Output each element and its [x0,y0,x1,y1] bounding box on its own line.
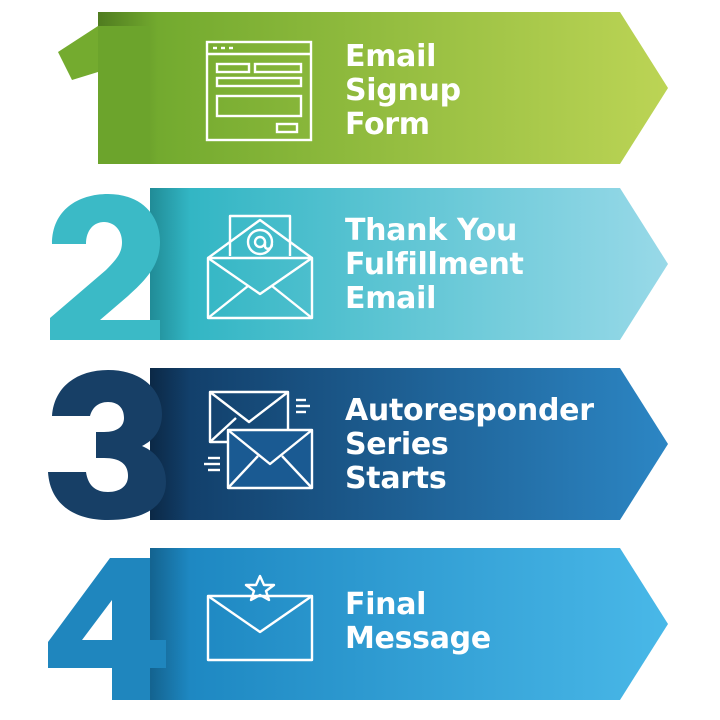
step-4-label: Final Message [345,588,491,656]
step-2-line-3: Email [345,281,437,316]
step-1-line-1: Email [345,39,437,74]
step-2: 2 Thank You Fulfillment Email [0,188,720,340]
step-1: 1 Email Signup Form [0,12,720,164]
step-4: 4 Final Message [0,548,720,700]
step-3-line-2: Series [345,427,449,462]
step-3: 3 Autoresponder Series Starts [0,368,720,520]
step-3-label: Autoresponder Series Starts [345,394,594,496]
step-2-label: Thank You Fulfillment Email [345,214,524,316]
step-3-line-1: Autoresponder [345,393,594,428]
step-1-label: Email Signup Form [345,40,461,142]
step-3-line-3: Starts [345,461,447,496]
step-4-arrow-banner [48,548,668,700]
open-envelope-at-icon [206,214,314,320]
step-4-line-2: Message [345,621,491,656]
step-1-line-3: Form [345,107,430,142]
step-2-line-1: Thank You [345,213,518,248]
step-1-arrow-banner [58,12,668,164]
step-2-line-2: Fulfillment [345,247,524,282]
step-1-line-2: Signup [345,73,461,108]
step-4-line-1: Final [345,587,427,622]
signup-form-icon [205,40,313,142]
envelope-star-icon [206,574,314,662]
multiple-envelopes-icon [204,390,314,490]
step-2-arrow-banner [50,188,668,340]
